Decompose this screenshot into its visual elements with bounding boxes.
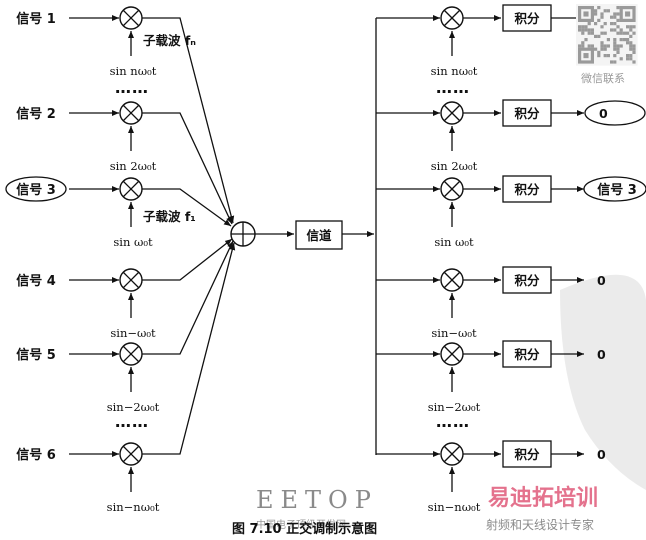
integrator-label: 积分: [514, 106, 540, 121]
channel-label: 信道: [306, 228, 332, 243]
result-ellipse: [584, 100, 646, 126]
signal-label: 信号 1: [16, 11, 56, 27]
ellipsis-right-upper: ……: [436, 78, 470, 97]
signal-label: 信号 5: [16, 347, 56, 363]
demod-carrier-label: sin ω₀t: [434, 235, 474, 249]
to-sum-arrow: [142, 17, 235, 224]
to-sum-arrow: [142, 240, 234, 355]
qr-code-watermark: [576, 4, 638, 66]
result-label: 0: [597, 347, 606, 362]
demod-carrier-label: sin−2ω₀t: [428, 400, 481, 414]
input-branch: 信号 4 sin−ω₀t: [16, 238, 233, 340]
qr-caption: 微信联系: [581, 71, 625, 85]
input-branch: 信号 1 sin nω₀t: [16, 6, 235, 224]
to-sum-arrow: [142, 188, 232, 227]
carrier-label: sin−nω₀t: [107, 500, 160, 514]
watermark-eetop: EETOP: [256, 486, 378, 514]
multiplier-icon: [119, 268, 143, 292]
ellipsis-right-lower: ……: [436, 412, 470, 431]
figure-caption: 图 7.10 正交调制示意图: [232, 521, 377, 537]
ellipsis-left-upper: ……: [115, 78, 149, 97]
channel-block: [295, 220, 343, 250]
result-label: 0: [597, 273, 606, 288]
demod-multiplier-icon: [440, 101, 464, 125]
demod-multiplier-icon: [440, 342, 464, 366]
signal-label: 信号 3: [16, 182, 56, 198]
to-sum-arrow: [142, 112, 233, 225]
multiplier-icon: [119, 6, 143, 30]
signal-label: 信号 4: [16, 273, 56, 289]
signal-ellipse: [5, 176, 67, 202]
carrier-label: sin nω₀t: [110, 64, 157, 78]
summing-junction: [230, 221, 256, 247]
output-branch: sin 2ω₀t 积分 0: [376, 99, 646, 173]
carrier-label: sin ω₀t: [113, 235, 153, 249]
watermark-red: 易迪拓培训: [488, 485, 598, 511]
to-sum-arrow: [142, 242, 236, 455]
input-branch: 信号 5 sin−2ω₀t: [16, 240, 234, 414]
carrier-label: sin−2ω₀t: [107, 400, 160, 414]
input-branch: 信号 2 sin 2ω₀t: [16, 101, 233, 225]
result-label: 0: [599, 106, 608, 121]
demod-carrier-label: sin nω₀t: [431, 64, 478, 78]
multiplier-icon: [119, 442, 143, 466]
multiplier-icon: [119, 342, 143, 366]
result-ellipse: [583, 176, 646, 202]
input-branch: 信号 6 sin−nω₀t: [16, 242, 236, 514]
output-branch: sin−2ω₀t 积分 0: [376, 340, 606, 414]
result-label: 信号 3: [597, 182, 637, 198]
integrator-block: [502, 340, 552, 368]
signal-label: 信号 6: [16, 447, 56, 463]
ellipsis-left-lower: ……: [115, 412, 149, 431]
output-branch: sin ω₀t 积分 信号 3: [376, 175, 646, 249]
integrator-label: 积分: [514, 273, 540, 288]
input-branches: 信号 1 sin nω₀t 信号 2 sin 2ω₀t 信号 3 sin ω₀t 信号 4 s…: [5, 6, 236, 514]
demod-carrier-label: sin−nω₀t: [428, 500, 481, 514]
output-branch: sin−ω₀t 积分 0: [376, 266, 606, 340]
demod-carrier-label: sin 2ω₀t: [431, 159, 478, 173]
integrator-label: 积分: [514, 11, 540, 26]
integrator-label: 积分: [514, 447, 540, 462]
demod-multiplier-icon: [440, 6, 464, 30]
demod-carrier-label: sin−ω₀t: [431, 326, 477, 340]
carrier-label: sin−ω₀t: [110, 326, 156, 340]
result-label: 0: [597, 447, 606, 462]
subcarrier-1-label: 子载波 f₁: [143, 209, 196, 224]
output-branch: sin−nω₀t 积分 0: [376, 440, 606, 514]
multiplier-icon: [119, 177, 143, 201]
watermark-eetop-sub: 中国电子顶级开发网: [256, 518, 346, 531]
watermark-red-sub: 射频和天线设计专家: [486, 517, 594, 532]
signal-label: 信号 2: [16, 106, 56, 122]
demod-multiplier-icon: [440, 442, 464, 466]
carrier-label: sin 2ω₀t: [110, 159, 157, 173]
integrator-label: 积分: [514, 347, 540, 362]
integrator-block: [502, 99, 552, 127]
demod-multiplier-icon: [440, 177, 464, 201]
integrator-label: 积分: [514, 182, 540, 197]
demod-multiplier-icon: [440, 268, 464, 292]
input-branch: 信号 3 sin ω₀t: [5, 176, 232, 249]
subcarrier-n-label: 子载波 fₙ: [143, 33, 196, 48]
background-watermark-blob: [560, 274, 646, 490]
integrator-block: [502, 4, 552, 32]
multiplier-icon: [119, 101, 143, 125]
to-sum-arrow: [142, 238, 233, 281]
